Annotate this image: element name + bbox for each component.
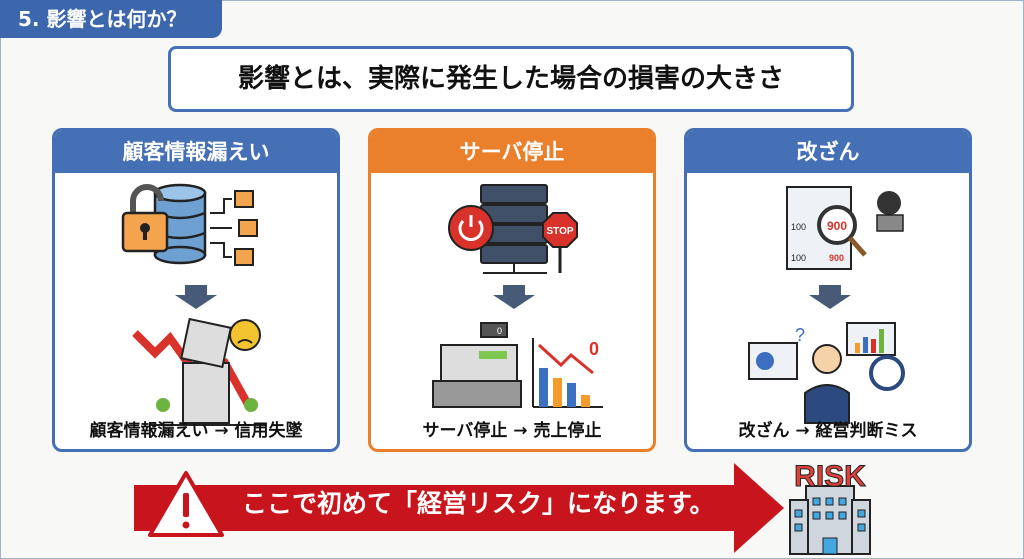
warning-icon xyxy=(148,471,224,537)
card-title: 顧客情報漏えい xyxy=(55,131,337,173)
server-rack-icon xyxy=(480,184,548,274)
card-server-down: サーバ停止 STOP 0 xyxy=(368,128,656,452)
card-caption: サーバ停止 → 売上停止 xyxy=(422,421,602,441)
banner-text: ここで初めて「経営リスク」になります。 xyxy=(242,489,715,518)
svg-text:100: 100 xyxy=(791,222,806,232)
svg-text:0: 0 xyxy=(497,326,502,336)
sales-drop-chart-icon: 0 xyxy=(532,338,603,408)
svg-text:?: ? xyxy=(795,325,805,345)
cash-register-icon: 0 xyxy=(432,322,522,408)
down-arrow-icon xyxy=(175,285,217,309)
credit-collapse-icon xyxy=(132,317,265,426)
card-caption: 改ざん → 経営判断ミス xyxy=(738,421,918,441)
leaking-files-icon xyxy=(210,190,258,266)
hacker-icon xyxy=(876,191,904,232)
stop-sign-label: STOP xyxy=(546,226,573,237)
card-title: 改ざん xyxy=(687,131,969,173)
down-arrow-icon xyxy=(493,285,535,309)
card-tampering: 改ざん 100 100 900 900 ? 改ざん → 経営判断ミ xyxy=(684,128,972,452)
svg-text:0: 0 xyxy=(589,339,599,359)
risk-building-icon: RISK xyxy=(789,460,871,555)
card-caption: 顧客情報漏えい → 信用失墜 xyxy=(89,421,303,441)
svg-text:900: 900 xyxy=(827,219,847,233)
magnifier-icon: 900 xyxy=(817,205,867,257)
down-arrow-icon xyxy=(809,285,851,309)
svg-text:900: 900 xyxy=(829,253,844,263)
power-icon xyxy=(448,205,494,251)
unlocked-padlock-icon xyxy=(121,184,169,253)
confused-manager-icon: ? xyxy=(748,322,905,424)
business-risk-banner-arrow xyxy=(134,463,784,553)
headline-box: 影響とは、実際に発生した場合の損害の大きさ xyxy=(168,46,854,112)
stop-sign-icon: STOP xyxy=(542,212,578,273)
card-title: サーバ停止 xyxy=(371,131,653,173)
card-customer-leak: 顧客情報漏えい 顧客情報漏えい → 信用失 xyxy=(52,128,340,452)
risk-label: RISK xyxy=(794,460,866,493)
section-tag: 5. 影響とは何か？ xyxy=(0,0,222,38)
svg-text:100: 100 xyxy=(791,253,806,263)
